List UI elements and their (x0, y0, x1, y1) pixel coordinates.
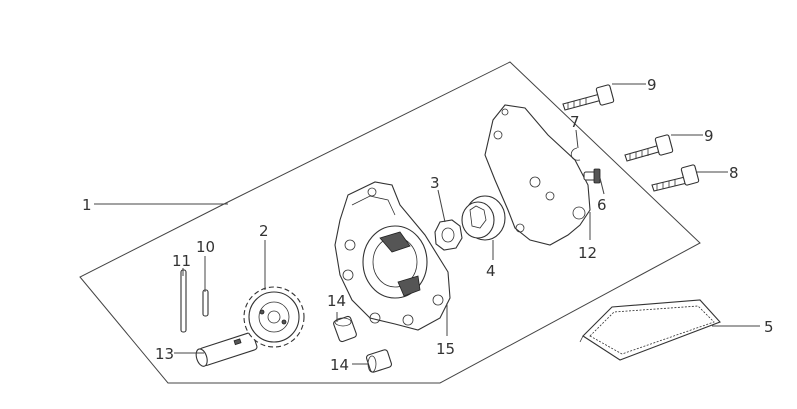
part-14-dowel-lower (365, 349, 393, 373)
part-5-oil-strainer (579, 299, 721, 361)
callout-14b: 14 (330, 356, 349, 374)
callout-9a: 9 (647, 76, 657, 94)
callout-6: 6 (597, 196, 607, 214)
callout-13: 13 (155, 345, 174, 363)
leader-7 (575, 129, 579, 149)
part-6-small-bolt (583, 168, 601, 184)
callout-9b: 9 (704, 127, 714, 145)
part-15-pump-body (334, 181, 451, 331)
part-9-bolt-lower (624, 134, 674, 162)
part-7-clip (570, 147, 581, 161)
part-14-dowel-upper (333, 315, 357, 343)
part-8-bolt (651, 164, 700, 192)
part-13-shaft (195, 331, 258, 367)
assembly-boundary (79, 61, 701, 384)
callout-2: 2 (259, 222, 269, 240)
callout-1: 1 (82, 196, 92, 214)
leader-6 (599, 177, 605, 195)
part-9-bolt-upper (562, 84, 615, 111)
part-10-pin (202, 289, 209, 317)
callout-5: 5 (764, 318, 774, 336)
callout-4: 4 (486, 262, 496, 280)
callout-7: 7 (570, 113, 580, 131)
part-11-pin (180, 269, 187, 333)
part-12-pump-cover (484, 104, 591, 246)
callout-8: 8 (729, 164, 739, 182)
callout-15: 15 (436, 340, 455, 358)
callout-12: 12 (578, 244, 597, 262)
callout-3: 3 (430, 174, 440, 192)
part-3-inner-rotor (434, 219, 463, 251)
part-2-sprocket (243, 286, 305, 348)
leader-3 (437, 189, 446, 223)
callout-10: 10 (196, 238, 215, 256)
callout-14a: 14 (327, 292, 346, 310)
callout-11: 11 (172, 252, 191, 270)
part-4-outer-rotor (461, 195, 506, 241)
